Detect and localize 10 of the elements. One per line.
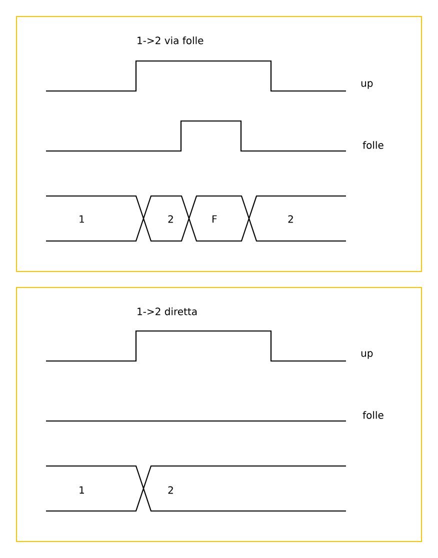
bus-value: 2 (168, 215, 173, 223)
signal-name: up (361, 351, 373, 359)
signal-name: up (361, 81, 373, 89)
bus-value: F (212, 215, 217, 223)
signal-name: folle (362, 411, 384, 419)
bus-value: 2 (168, 486, 173, 494)
bus-value: 1 (80, 486, 84, 494)
bus-value: 1 (80, 215, 84, 223)
bus-value: 2 (288, 215, 293, 223)
signal-name: folle (362, 141, 384, 149)
